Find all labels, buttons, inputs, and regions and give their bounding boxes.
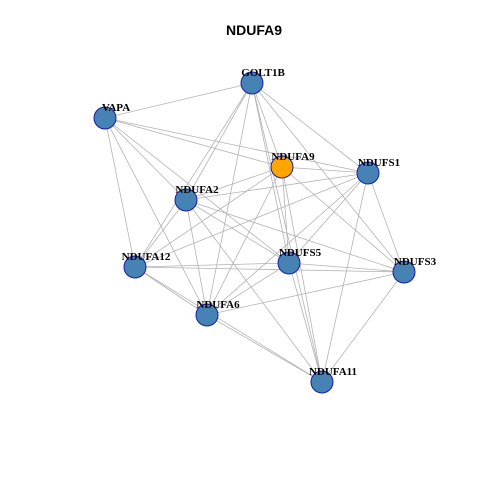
node-label-ndufa11: NDUFA11 [309, 366, 357, 378]
node-ndufa11[interactable]: NDUFA11 [309, 366, 357, 394]
node-label-ndufs3: NDUFS3 [394, 256, 437, 268]
edge-ndufs1-ndufa2 [185, 172, 369, 201]
node-vapa[interactable]: VAPA [93, 102, 130, 130]
edge-ndufa12-ndufs3 [134, 266, 405, 273]
edge-golt1b-vapa [104, 82, 253, 119]
edge-golt1b-ndufs1 [251, 82, 369, 174]
edge-vapa-ndufs1 [104, 117, 369, 174]
node-label-golt1b: GOLT1B [241, 67, 285, 79]
edge-ndufa12-ndufa6 [134, 266, 208, 316]
edge-vapa-ndufs5 [104, 117, 290, 264]
node-label-ndufs5: NDUFS5 [279, 247, 322, 259]
edge-ndufs1-ndufs3 [367, 172, 405, 273]
edge-ndufa9-ndufa11 [281, 166, 323, 383]
edge-vapa-ndufa12 [104, 117, 136, 268]
node-circle-ndufa2[interactable] [174, 188, 198, 212]
node-ndufa6[interactable]: NDUFA6 [195, 299, 240, 327]
node-ndufs3[interactable]: NDUFS3 [392, 256, 437, 284]
edge-ndufs5-ndufa6 [206, 262, 290, 316]
edge-ndufa9-ndufa12 [134, 166, 283, 268]
node-label-ndufa6: NDUFA6 [196, 299, 240, 311]
node-ndufa2[interactable]: NDUFA2 [174, 184, 219, 212]
edge-ndufa9-ndufs1 [281, 166, 369, 174]
node-circle-golt1b[interactable] [240, 71, 264, 95]
edge-ndufs1-ndufs5 [288, 172, 369, 264]
edge-ndufa9-ndufs5 [281, 166, 290, 264]
edge-ndufs5-ndufa11 [288, 262, 323, 383]
edge-vapa-ndufa9 [104, 117, 283, 168]
edge-ndufa9-ndufa2 [185, 166, 283, 201]
edge-ndufs3-ndufa6 [206, 271, 405, 316]
edge-golt1b-ndufa12 [134, 82, 253, 268]
edge-ndufa12-ndufa11 [134, 266, 323, 383]
edge-ndufa2-ndufs3 [185, 199, 405, 273]
edge-vapa-ndufa6 [104, 117, 208, 316]
edge-ndufs1-ndufa11 [321, 172, 369, 383]
node-circle-ndufs3[interactable] [392, 260, 416, 284]
node-ndufs5[interactable]: NDUFS5 [277, 247, 322, 275]
node-label-ndufa9: NDUFA9 [271, 151, 315, 163]
node-label-ndufa12: NDUFA12 [122, 251, 171, 263]
graph-title: NDUFA9 [226, 22, 282, 38]
edge-ndufs1-ndufa12 [134, 172, 369, 268]
node-label-ndufs1: NDUFS1 [358, 157, 400, 169]
edge-vapa-ndufa2 [104, 117, 187, 201]
node-circle-ndufa11[interactable] [310, 370, 334, 394]
node-label-vapa: VAPA [102, 102, 130, 114]
edge-ndufa2-ndufa11 [185, 199, 323, 383]
node-circle-ndufs5[interactable] [277, 251, 301, 275]
edge-golt1b-ndufa6 [206, 82, 253, 316]
edge-golt1b-ndufs5 [251, 82, 290, 264]
edge-ndufa9-ndufa6 [206, 166, 283, 316]
node-ndufa12[interactable]: NDUFA12 [122, 251, 171, 279]
node-circle-ndufa9[interactable] [270, 155, 294, 179]
edge-ndufa6-ndufa11 [206, 314, 323, 383]
node-ndufs1[interactable]: NDUFS1 [356, 157, 400, 185]
edge-ndufa2-ndufs5 [185, 199, 290, 264]
edge-golt1b-ndufa9 [251, 82, 283, 168]
edge-ndufa12-ndufs5 [134, 262, 290, 268]
edge-ndufs1-ndufa6 [206, 172, 369, 316]
edge-ndufa2-ndufa6 [185, 199, 208, 316]
node-circle-ndufa6[interactable] [195, 303, 219, 327]
edge-ndufa9-ndufs3 [281, 166, 405, 273]
node-circle-ndufs1[interactable] [356, 161, 380, 185]
node-golt1b[interactable]: GOLT1B [240, 67, 285, 95]
node-circle-vapa[interactable] [93, 106, 117, 130]
edge-ndufs5-ndufs3 [288, 262, 405, 273]
node-ndufa9[interactable]: NDUFA9 [270, 151, 315, 179]
edge-golt1b-ndufs3 [251, 82, 405, 273]
edges-layer [104, 82, 405, 383]
node-label-ndufa2: NDUFA2 [175, 184, 219, 196]
edge-ndufa2-ndufa12 [134, 199, 187, 268]
edge-ndufs3-ndufa11 [321, 271, 405, 383]
node-circle-ndufa12[interactable] [123, 255, 147, 279]
